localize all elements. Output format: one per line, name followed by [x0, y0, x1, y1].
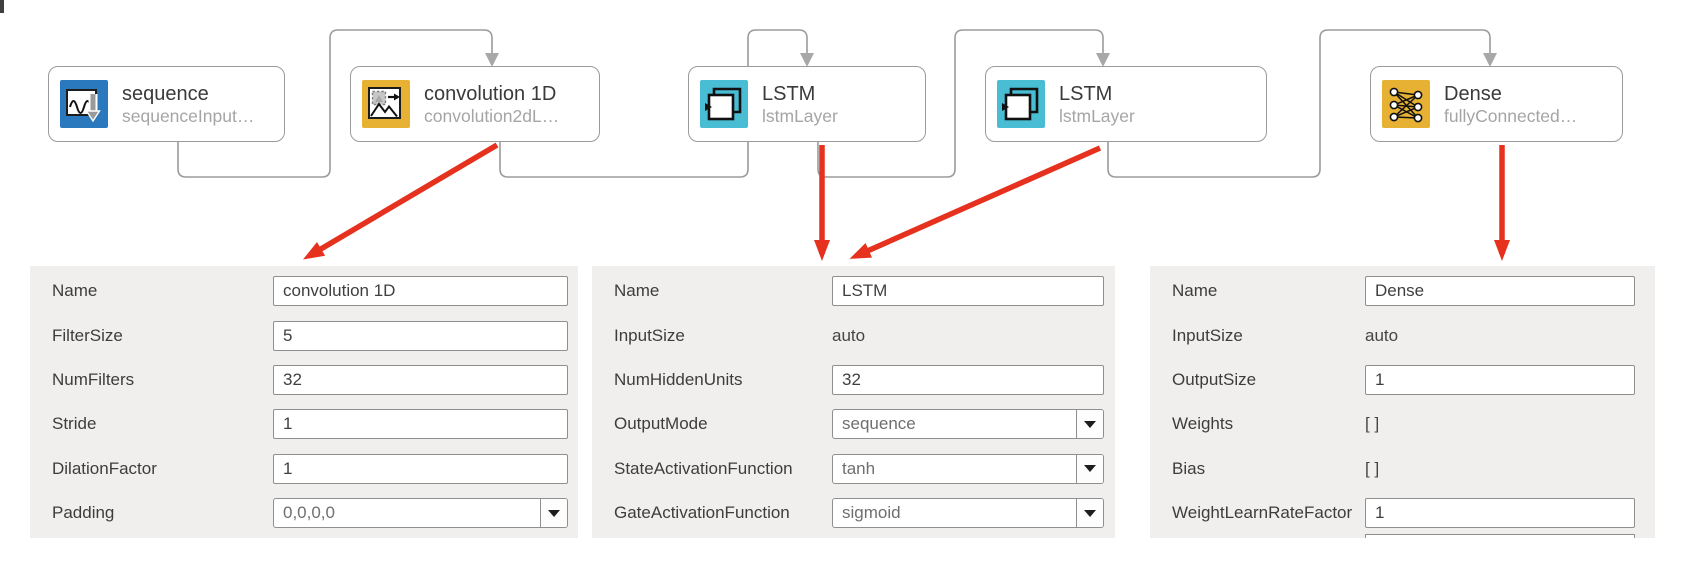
- inputsize-value: auto: [1365, 325, 1399, 345]
- layer-title: LSTM: [762, 82, 816, 105]
- name-input[interactable]: [1365, 276, 1635, 307]
- property-label: Weights: [1172, 414, 1234, 434]
- inputsize-value: auto: [832, 325, 866, 345]
- layer-title: convolution 1D: [424, 82, 557, 105]
- lstm-icon: [700, 80, 748, 128]
- property-row: WeightLearnRateFactor: [1172, 491, 1655, 535]
- property-label: NumHiddenUnits: [614, 369, 743, 389]
- name-input[interactable]: [832, 276, 1104, 307]
- property-row: InputSize auto: [1172, 313, 1655, 357]
- property-row: NumHiddenUnits: [614, 358, 1115, 402]
- property-row: Padding 0,0,0,0: [52, 491, 578, 535]
- layer-title: LSTM: [1059, 82, 1113, 105]
- properties-panel-lstm: Name InputSize auto NumHiddenUnits Outpu…: [592, 266, 1115, 538]
- red-callout-arrows: [302, 142, 1510, 261]
- combobox-value: sigmoid: [842, 503, 901, 523]
- property-row: OutputSize: [1172, 358, 1655, 402]
- layer-subtitle: convolution2dL…: [424, 105, 560, 126]
- property-label: Padding: [52, 503, 115, 523]
- numfilters-input[interactable]: [273, 364, 568, 395]
- property-label: InputSize: [614, 325, 685, 345]
- property-row: FilterSize: [52, 313, 578, 357]
- property-label: GateActivationFunction: [614, 503, 790, 523]
- property-label: Bias: [1172, 458, 1206, 478]
- property-row: Name: [1172, 269, 1655, 313]
- outputsize-input[interactable]: [1365, 364, 1635, 395]
- layer-subtitle: fullyConnected…: [1444, 105, 1578, 126]
- numhiddenunits-input[interactable]: [832, 364, 1104, 395]
- property-row: OutputMode sequence: [614, 402, 1115, 446]
- layer-title: sequence: [122, 82, 209, 105]
- layer-block-dense[interactable]: Dense fullyConnected…: [1370, 66, 1623, 142]
- property-row: GateActivationFunction sigmoid: [614, 491, 1115, 535]
- layer-subtitle: lstmLayer: [762, 105, 838, 126]
- caret-down-icon: [1084, 420, 1096, 428]
- weightlearnratefactor-input[interactable]: [1365, 498, 1635, 529]
- arrowhead-down-icon: [800, 53, 814, 67]
- arrowhead-down-icon: [485, 53, 499, 67]
- property-row: Bias [ ]: [1172, 447, 1655, 491]
- arrowhead-down-icon: [1096, 53, 1110, 67]
- convolution-icon: [362, 80, 410, 128]
- property-label: WeightLearnRateFactor: [1172, 503, 1353, 523]
- property-row: DilationFactor: [52, 447, 578, 491]
- property-label: Name: [614, 281, 660, 301]
- property-row: InputSize auto: [614, 313, 1115, 357]
- red-arrow-lstm2-to-panel: [849, 145, 1102, 259]
- lstm-icon: [997, 80, 1045, 128]
- clipped-next-input: [1365, 534, 1635, 538]
- properties-panel-convolution: Name FilterSize NumFilters Stride Dilati…: [30, 266, 578, 538]
- dropdown-button[interactable]: [1076, 499, 1103, 528]
- property-row: Name: [614, 269, 1115, 313]
- window-edge-artifact: [0, 0, 4, 13]
- arrowhead-down-icon: [1483, 53, 1497, 67]
- sequence-input-icon: [60, 80, 108, 128]
- caret-down-icon: [1084, 509, 1096, 517]
- gateactivation-combobox[interactable]: sigmoid: [832, 498, 1104, 529]
- properties-panel-dense: Name InputSize auto OutputSize Weights […: [1150, 266, 1655, 538]
- combobox-value: tanh: [842, 458, 876, 478]
- padding-combobox[interactable]: 0,0,0,0: [273, 498, 568, 529]
- fully-connected-icon: [1382, 80, 1430, 128]
- filtersize-input[interactable]: [273, 320, 568, 351]
- combobox-value: sequence: [842, 414, 916, 434]
- layer-subtitle: sequenceInput…: [122, 105, 255, 126]
- stateactivation-combobox[interactable]: tanh: [832, 453, 1104, 484]
- layer-block-convolution[interactable]: convolution 1D convolution2dL…: [350, 66, 600, 142]
- stride-input[interactable]: [273, 409, 568, 440]
- name-input[interactable]: [273, 276, 568, 307]
- property-label: InputSize: [1172, 325, 1243, 345]
- property-label: OutputSize: [1172, 369, 1257, 389]
- connector-arrowheads: [485, 53, 1497, 67]
- property-label: Name: [1172, 281, 1218, 301]
- caret-down-icon: [548, 509, 560, 517]
- property-label: Stride: [52, 414, 97, 434]
- combobox-value: 0,0,0,0: [283, 503, 335, 523]
- property-label: Name: [52, 281, 98, 301]
- weights-value: [ ]: [1365, 414, 1380, 434]
- outputmode-combobox[interactable]: sequence: [832, 409, 1104, 440]
- property-row: Name: [52, 269, 578, 313]
- property-label: FilterSize: [52, 325, 123, 345]
- property-row: NumFilters: [52, 358, 578, 402]
- property-label: DilationFactor: [52, 458, 157, 478]
- bias-value: [ ]: [1365, 458, 1380, 478]
- property-label: StateActivationFunction: [614, 458, 793, 478]
- layer-title: Dense: [1444, 82, 1502, 105]
- property-row: Stride: [52, 402, 578, 446]
- property-row: StateActivationFunction tanh: [614, 447, 1115, 491]
- layer-block-lstm-1[interactable]: LSTM lstmLayer: [688, 66, 926, 142]
- property-label: OutputMode: [614, 414, 708, 434]
- dilationfactor-input[interactable]: [273, 453, 568, 484]
- layer-block-sequence[interactable]: sequence sequenceInput…: [48, 66, 285, 142]
- dropdown-button[interactable]: [1076, 410, 1103, 439]
- property-row: Weights [ ]: [1172, 402, 1655, 446]
- dropdown-button[interactable]: [540, 499, 567, 528]
- dropdown-button[interactable]: [1076, 454, 1103, 483]
- layer-subtitle: lstmLayer: [1059, 105, 1135, 126]
- red-arrow-convolution-to-panel: [302, 142, 499, 260]
- caret-down-icon: [1084, 465, 1096, 473]
- layer-block-lstm-2[interactable]: LSTM lstmLayer: [985, 66, 1267, 142]
- property-label: NumFilters: [52, 369, 135, 389]
